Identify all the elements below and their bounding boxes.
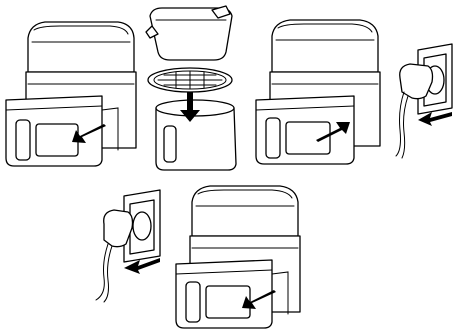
unplug-from-wall-socket-icon [96, 190, 160, 302]
air-fryer-basket-pulled-out-after-use-icon [176, 186, 300, 328]
insert-left-arrow [418, 112, 452, 126]
air-fryer-basket-pulled-out-icon [6, 22, 136, 166]
plug-into-wall-socket-icon [396, 44, 452, 158]
basket-tray-and-grill-assembly-icon [146, 6, 236, 170]
air-fryer-basket-pushed-in-icon [256, 20, 380, 164]
